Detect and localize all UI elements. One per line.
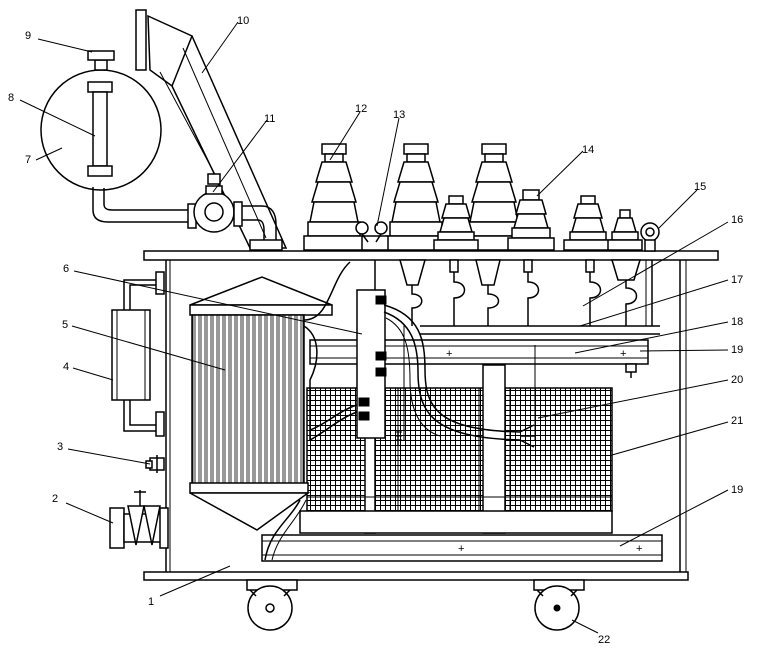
thermometer-pocket: [355, 221, 389, 251]
callout-9: 9: [25, 30, 31, 42]
callout-5: 5: [62, 319, 68, 331]
lower-press-beam: + +: [261, 534, 663, 562]
wheel-right: [533, 579, 585, 631]
bushing-inner-parts: [399, 259, 642, 326]
radiator: [189, 261, 351, 561]
callout-10: 10: [237, 15, 249, 27]
callout-19-lower: 19: [731, 484, 743, 496]
callout-13: 13: [393, 109, 405, 121]
tank: [143, 250, 719, 581]
callout-8: 8: [8, 92, 14, 104]
callout-22: 22: [598, 634, 610, 646]
callout-17: 17: [731, 274, 743, 286]
lifting-eye: [640, 222, 660, 252]
svg-text:+: +: [636, 543, 642, 555]
callout-labels: 1 2 3 4 5 6 7 8 9 10 11 12 13 14 15 16 1…: [8, 15, 743, 646]
callout-6: 6: [63, 263, 69, 275]
leader-lines: [19, 21, 729, 634]
hv-bushings: [303, 143, 525, 251]
svg-text:+: +: [458, 543, 464, 555]
callout-1: 1: [148, 596, 154, 608]
lv-bushing-1: [433, 195, 479, 251]
callout-21: 21: [731, 415, 743, 427]
tap-changer: [356, 260, 387, 439]
callout-2: 2: [52, 493, 58, 505]
callout-7: 7: [25, 154, 31, 166]
lv-bushing-3: [563, 195, 613, 251]
svg-text:+: +: [446, 348, 452, 360]
callout-4: 4: [63, 361, 69, 373]
callout-14: 14: [582, 144, 594, 156]
callout-18: 18: [731, 316, 743, 328]
svg-text:+: +: [620, 348, 626, 360]
callout-11: 11: [264, 113, 275, 125]
gas-relay: [193, 173, 283, 251]
wheels: [246, 579, 585, 631]
hv-bushing-2: [385, 143, 447, 251]
lv-bushing-4: [607, 209, 643, 251]
wheel-left: [246, 579, 298, 631]
lv-bushing-2: [507, 189, 555, 251]
side-filter: [111, 271, 165, 437]
conservator: [40, 50, 197, 229]
callout-3: 3: [57, 441, 63, 453]
lead-bar: [420, 260, 660, 335]
callout-15: 15: [694, 181, 706, 193]
hv-bushing-1: [303, 143, 365, 251]
callout-16: 16: [731, 214, 743, 226]
callout-19-upper: 19: [731, 344, 743, 356]
callout-20: 20: [731, 374, 743, 386]
core-and-windings: [299, 364, 613, 534]
drain-valve: [109, 490, 169, 549]
callout-12: 12: [355, 103, 367, 115]
lv-bushings: [433, 189, 643, 251]
